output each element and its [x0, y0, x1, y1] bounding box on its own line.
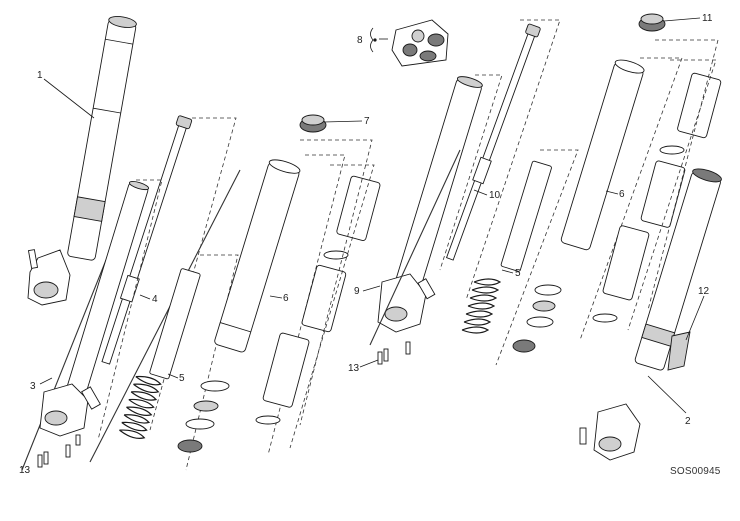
callout-11: 11 — [702, 13, 713, 24]
callout-labels: 1 2 3 4 5 6 7 8 9 10 5 6 11 12 13 13 — [19, 13, 713, 476]
part-12-protector — [667, 331, 691, 371]
leader-lines — [39, 17, 705, 414]
callout-8: 8 — [357, 35, 363, 46]
callout-4: 4 — [152, 294, 158, 305]
callout-6-right: 6 — [619, 189, 625, 200]
part-9-outer-tube-right — [369, 76, 483, 346]
drawing-code: SOS00945 — [670, 466, 721, 477]
callout-13-left: 13 — [19, 465, 31, 476]
callout-5-left: 5 — [179, 373, 185, 384]
callout-1: 1 — [37, 70, 43, 81]
callout-12: 12 — [698, 286, 710, 297]
part-5-spring-left — [119, 254, 239, 471]
part-8-fork-clamp — [370, 19, 449, 67]
callout-5-right: 5 — [515, 268, 521, 279]
callout-10: 10 — [489, 190, 501, 201]
callout-2: 2 — [685, 416, 691, 427]
callout-6-left: 6 — [283, 293, 289, 304]
part-3-slider-left — [39, 180, 150, 437]
part-6-inner-tube-left — [177, 154, 346, 456]
callout-9: 9 — [354, 286, 360, 297]
part-10-cartridge-right — [439, 19, 561, 301]
part-4-cartridge-left — [97, 115, 237, 441]
part-5-spring-right — [461, 149, 579, 366]
part-6-inner-tube-right — [512, 57, 683, 353]
part-13-bolts-left — [37, 434, 81, 468]
part-7-top-cap-left — [255, 114, 381, 449]
part-11-top-cap-right — [592, 13, 722, 331]
part-1-outer-tube-left — [27, 16, 137, 306]
callout-7: 7 — [364, 116, 370, 127]
callout-3: 3 — [30, 381, 36, 392]
part-13-bolts-right — [377, 341, 411, 365]
callout-13-right: 13 — [348, 363, 360, 374]
